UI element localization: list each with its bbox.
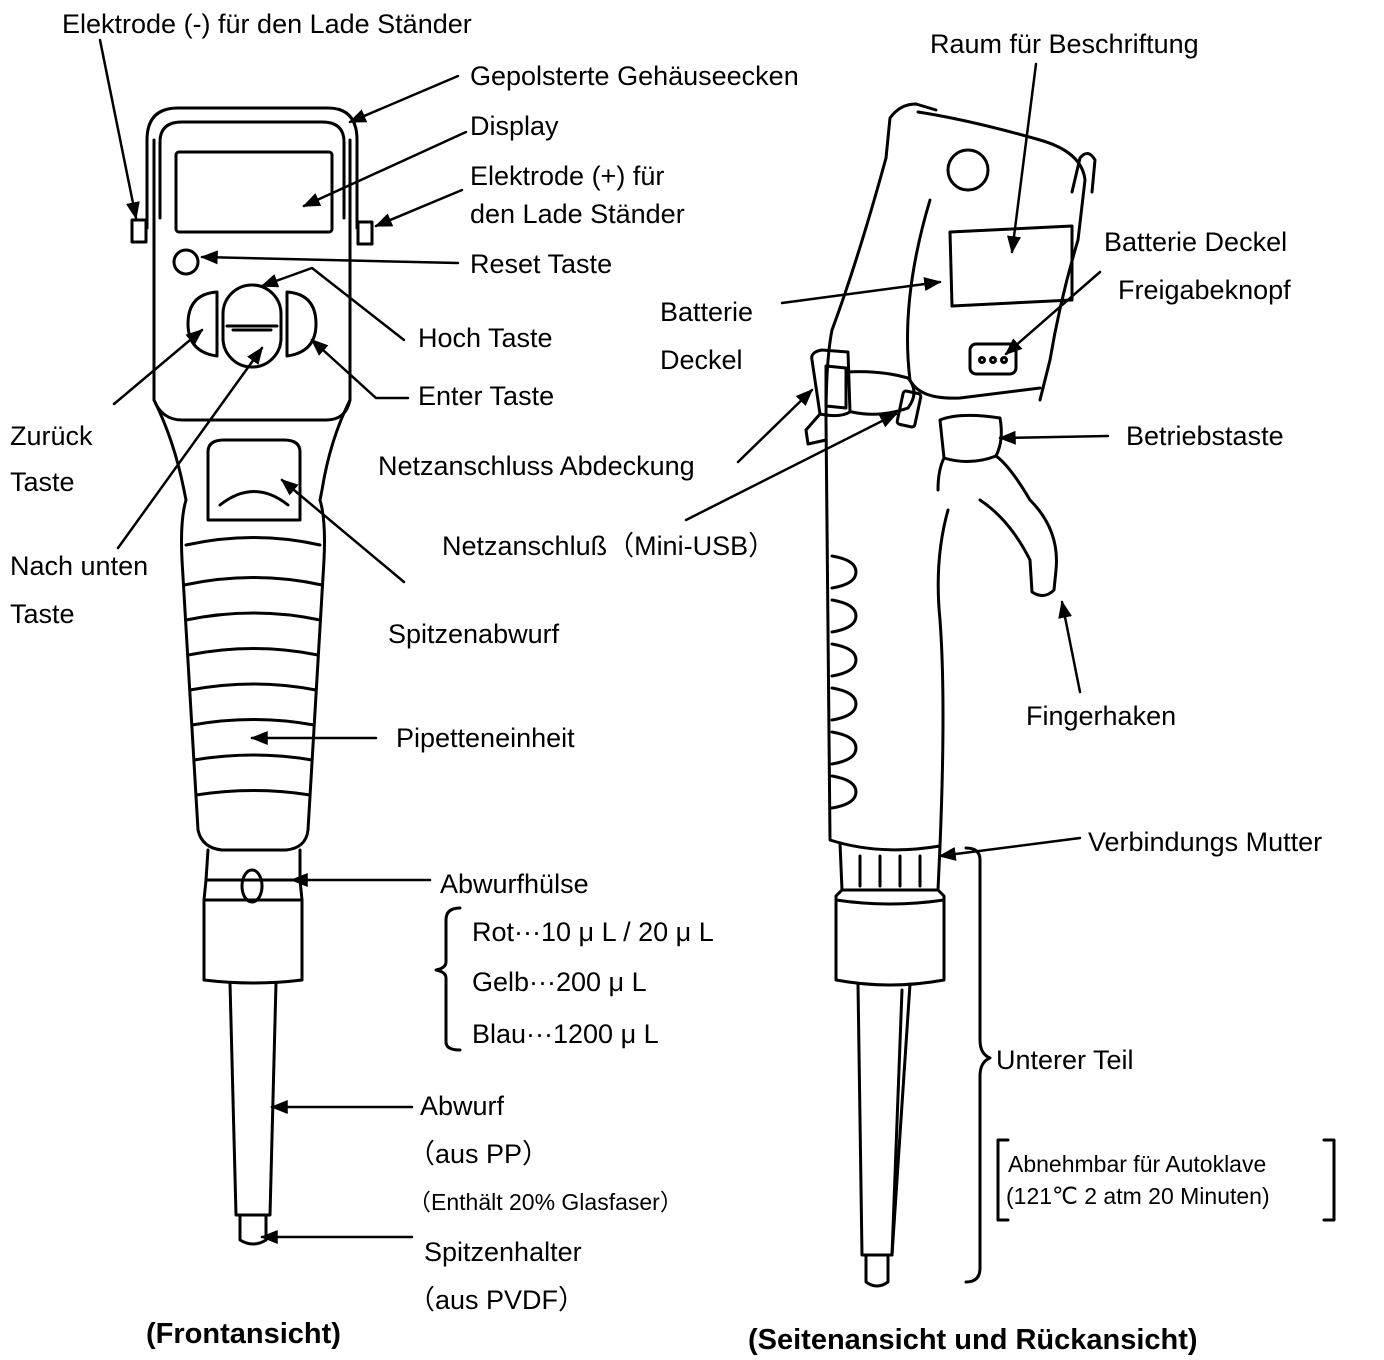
label-sleeve-red: Rot···10 μ L / 20 μ L xyxy=(472,916,714,948)
label-connecting-nut: Verbindungs Mutter xyxy=(1088,826,1322,858)
label-tip-holder-material: （aus PVDF） xyxy=(408,1284,585,1316)
caption-side-view: (Seitenansicht und Rückansicht) xyxy=(748,1324,1198,1356)
label-battery-cover-1: Batterie xyxy=(660,296,753,328)
leader-finger-hook xyxy=(1062,602,1080,692)
label-padded-corners: Gepolsterte Gehäuseecken xyxy=(470,60,799,92)
label-pipette-unit: Pipetteneinheit xyxy=(396,722,575,754)
front-view-pipette xyxy=(132,108,372,1244)
leader-down-key xyxy=(118,348,262,548)
label-display: Display xyxy=(470,110,559,142)
leader-power-cover xyxy=(738,390,812,462)
leader-electrode-plus xyxy=(376,190,462,226)
side-view-pipette xyxy=(806,104,1095,1286)
label-battery-release-1: Batterie Deckel xyxy=(1104,226,1287,258)
label-down-key-2: Taste xyxy=(10,598,75,630)
leader-display xyxy=(304,132,466,206)
label-reset-key: Reset Taste xyxy=(470,248,612,280)
leader-operation-key xyxy=(1000,436,1108,438)
label-sleeve-blue: Blau···1200 μ L xyxy=(472,1018,659,1050)
caption-front-view: (Frontansicht) xyxy=(146,1318,341,1350)
label-back-key-2: Taste xyxy=(10,466,75,498)
leader-battery-cover xyxy=(782,282,940,303)
leader-connecting-nut xyxy=(940,838,1080,856)
leader-label-space xyxy=(1012,64,1036,252)
label-lower-part: Unterer Teil xyxy=(996,1044,1134,1076)
label-ejector-sleeve: Abwurfhülse xyxy=(440,868,589,900)
label-ejector: Abwurf xyxy=(420,1090,504,1122)
label-finger-hook: Fingerhaken xyxy=(1026,700,1176,732)
leader-padded-corners xyxy=(350,76,458,122)
label-operation-key: Betriebstaste xyxy=(1126,420,1284,452)
label-power-cover: Netzanschluss Abdeckung xyxy=(378,450,695,482)
label-electrode-plus-2: den Lade Ständer xyxy=(470,198,685,230)
leader-back-key xyxy=(114,330,202,404)
leader-electrode-minus xyxy=(100,40,136,218)
label-enter-key: Enter Taste xyxy=(418,380,554,412)
label-ejector-glass: （Enthält 20% Glasfaser） xyxy=(408,1188,683,1216)
label-up-key: Hoch Taste xyxy=(418,322,553,354)
label-down-key-1: Nach unten xyxy=(10,550,148,582)
label-electrode-minus: Elektrode (-) für den Lade Ständer xyxy=(62,8,472,40)
label-battery-cover-2: Deckel xyxy=(660,344,743,376)
label-label-space: Raum für Beschriftung xyxy=(930,28,1199,60)
label-tip-holder: Spitzenhalter xyxy=(424,1236,582,1268)
leader-reset xyxy=(202,257,458,263)
leader-enter-key xyxy=(312,340,408,398)
label-back-key-1: Zurück xyxy=(10,420,93,452)
label-electrode-plus-1: Elektrode (+) für xyxy=(470,160,664,192)
label-autoclave-2: (121℃ 2 atm 20 Minuten) xyxy=(1006,1182,1270,1210)
leader-tip-ejector xyxy=(282,480,404,582)
leader-up-key xyxy=(262,268,404,340)
sleeve-colors-brace xyxy=(436,908,460,1050)
label-ejector-material: （aus PP） xyxy=(408,1138,549,1170)
label-tip-ejector: Spitzenabwurf xyxy=(388,618,559,650)
label-power-port: Netzanschluß（Mini-USB） xyxy=(442,530,775,562)
leader-power-port xyxy=(686,414,896,520)
label-battery-release-2: Freigabeknopf xyxy=(1118,274,1291,306)
label-sleeve-yellow: Gelb···200 μ L xyxy=(472,966,647,998)
label-autoclave-1: Abnehmbar für Autoklave xyxy=(1008,1150,1266,1178)
lower-part-brace xyxy=(966,848,990,1282)
